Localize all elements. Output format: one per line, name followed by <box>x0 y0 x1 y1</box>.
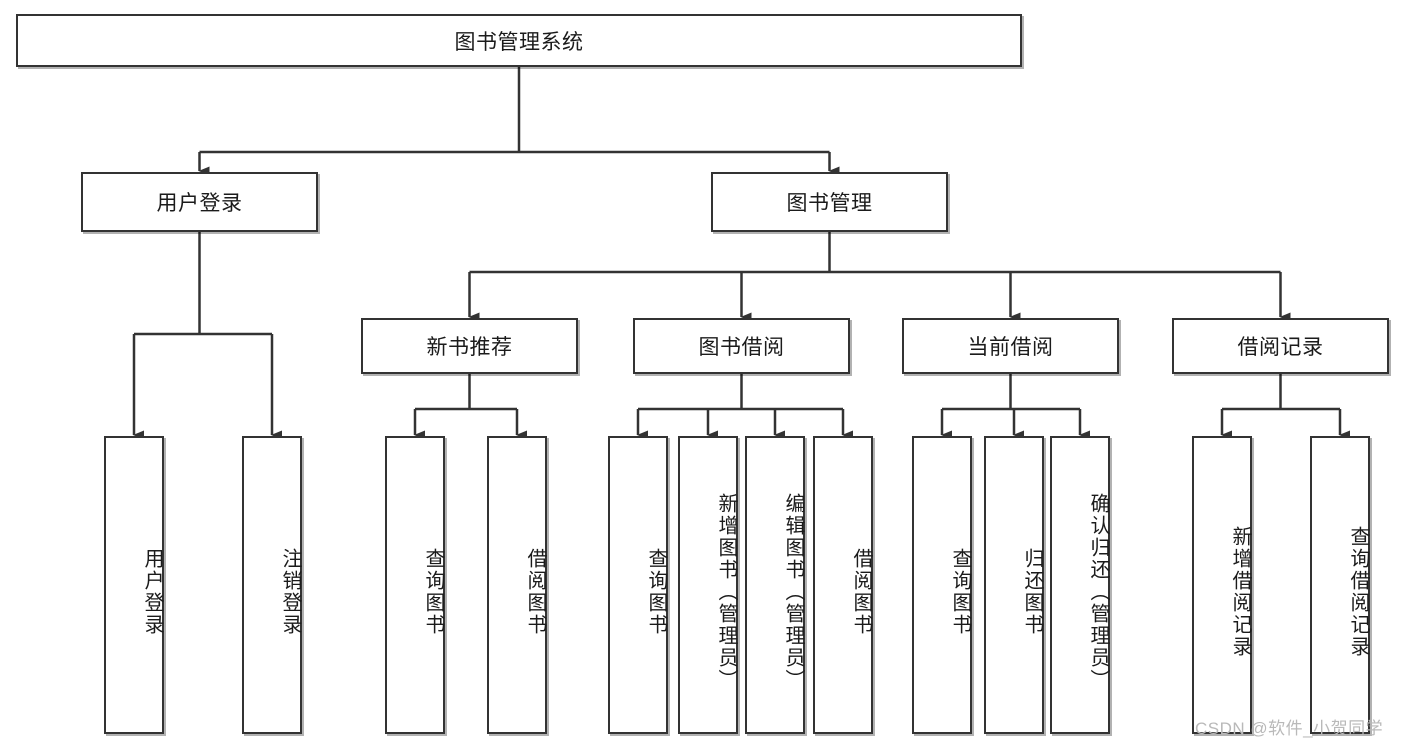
node-leaf-add-record[interactable]: 新增借阅记录 <box>1192 436 1252 734</box>
node-label: 新增借阅记录 <box>1229 526 1251 658</box>
node-leaf-user-login[interactable]: 用户登录 <box>104 436 164 734</box>
node-label: 借阅图书 <box>850 548 872 636</box>
node-label: 编辑图书（管理员） <box>782 493 804 691</box>
node-leaf-borrow-book-2[interactable]: 借阅图书 <box>813 436 873 734</box>
node-label: 查询图书 <box>422 548 444 636</box>
node-leaf-query-book-3[interactable]: 查询图书 <box>912 436 972 734</box>
node-leaf-query-book-2[interactable]: 查询图书 <box>608 436 668 734</box>
node-leaf-logout[interactable]: 注销登录 <box>242 436 302 734</box>
node-book-manage[interactable]: 图书管理 <box>711 172 948 232</box>
node-label: 新书推荐 <box>426 336 513 359</box>
node-label: 用户登录 <box>141 548 163 636</box>
node-label: 图书管理 <box>786 192 873 215</box>
node-leaf-confirm-return[interactable]: 确认归还（管理员） <box>1050 436 1110 734</box>
node-leaf-borrow-book-1[interactable]: 借阅图书 <box>487 436 547 734</box>
node-label: 查询图书 <box>645 548 667 636</box>
node-label: 注销登录 <box>279 548 301 636</box>
node-label: 图书借阅 <box>698 336 785 359</box>
watermark-text: CSDN @软件_小贺同学 <box>1195 719 1384 738</box>
node-user-login[interactable]: 用户登录 <box>81 172 318 232</box>
node-label: 用户登录 <box>156 192 243 215</box>
node-borrow-record[interactable]: 借阅记录 <box>1172 318 1389 374</box>
node-label: 借阅图书 <box>524 548 546 636</box>
node-leaf-edit-book[interactable]: 编辑图书（管理员） <box>745 436 805 734</box>
node-label: 归还图书 <box>1021 548 1043 636</box>
node-label: 当前借阅 <box>967 336 1054 359</box>
node-leaf-add-book[interactable]: 新增图书（管理员） <box>678 436 738 734</box>
node-label: 图书管理系统 <box>454 30 584 54</box>
node-label: 借阅记录 <box>1237 336 1324 359</box>
node-leaf-query-book-1[interactable]: 查询图书 <box>385 436 445 734</box>
node-label: 确认归还（管理员） <box>1087 493 1109 691</box>
node-current-borrow[interactable]: 当前借阅 <box>902 318 1119 374</box>
node-book-borrow[interactable]: 图书借阅 <box>633 318 850 374</box>
node-root[interactable]: 图书管理系统 <box>16 14 1022 67</box>
node-leaf-return-book[interactable]: 归还图书 <box>984 436 1044 734</box>
node-label: 查询借阅记录 <box>1347 526 1369 658</box>
node-new-book-rec[interactable]: 新书推荐 <box>361 318 578 374</box>
node-leaf-query-record[interactable]: 查询借阅记录 <box>1310 436 1370 734</box>
edge-layer <box>132 67 1350 440</box>
node-label: 查询图书 <box>949 548 971 636</box>
node-label: 新增图书（管理员） <box>715 493 737 691</box>
